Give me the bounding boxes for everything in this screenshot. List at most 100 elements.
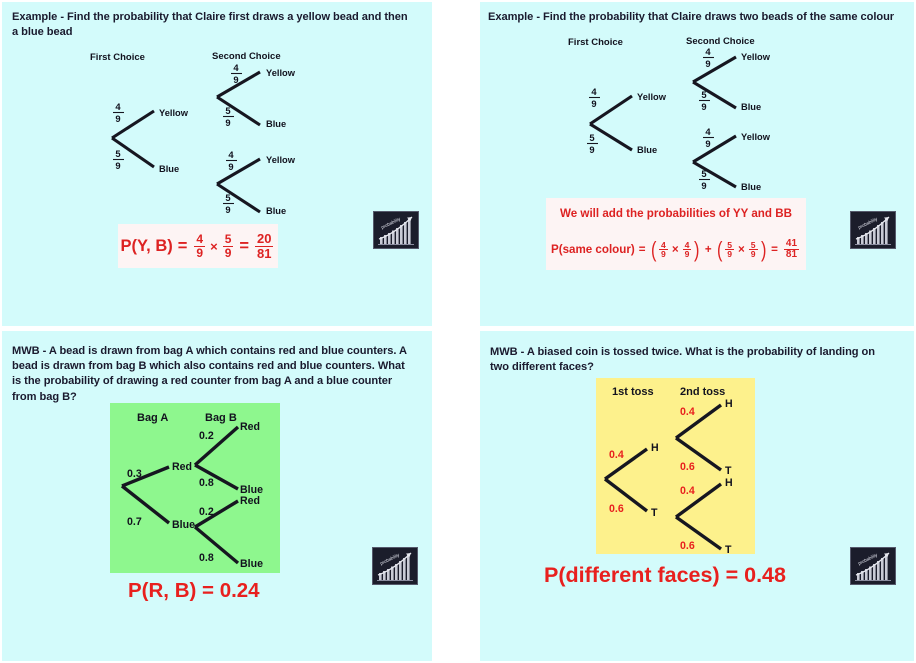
prob-stage2-upper-a: 0.2 (199, 430, 214, 442)
panel-top-right: Example - Find the probability that Clai… (480, 2, 914, 326)
node-label-stage1-lower: T (651, 507, 658, 519)
branch-stage2-lower-b (675, 515, 722, 551)
question-text-top-right: Example - Find the probability that Clai… (488, 11, 895, 23)
prob-stage1-lower-num: 5 (589, 132, 594, 143)
probability-tree-top-right: First Choice Second Choice Yellow Blue 4… (568, 36, 771, 192)
branch-stage2-upper-a (674, 403, 723, 440)
formula-times-2: × (738, 243, 745, 257)
fraction-c-numerator: 5 (725, 239, 735, 251)
probability-chart-badge-top-left: probability (373, 211, 419, 249)
prob-stage2-lower-a-den: 9 (228, 161, 233, 172)
tree-header-second-toss: 2nd toss (680, 386, 725, 398)
prob-stage1-upper-num: 4 (591, 86, 597, 97)
tree-header-first-toss: 1st toss (612, 386, 654, 398)
panel-bottom-left: MWB - A bead is drawn from bag A which c… (2, 331, 432, 661)
answer-bottom-right: P(different faces) = 0.48 (544, 563, 786, 587)
question-text-bottom-left: MWB - A bead is drawn from bag A which c… (12, 345, 407, 403)
prob-stage1-upper-num: 4 (115, 101, 121, 112)
formula-times-1: × (671, 243, 679, 257)
tree-backdrop-green (110, 403, 280, 573)
fraction-a-numerator: 4 (659, 239, 668, 251)
branch-stage2-lower-b (193, 525, 240, 565)
prob-stage1-upper: 0.3 (127, 468, 142, 480)
panel-bottom-right: MWB - A biased coin is tossed twice. Wha… (480, 331, 914, 661)
prob-stage1-upper: 0.4 (609, 449, 624, 461)
branch-stage2-lower-a (194, 499, 239, 529)
formula-fraction-d: 5 9 (748, 240, 758, 260)
prob-stage2-lower-b-den: 9 (225, 204, 230, 215)
prob-stage2-lower-a-den: 9 (705, 138, 710, 149)
prob-stage2-lower-b: 0.8 (199, 552, 214, 564)
prob-stage2-lower-b-num: 5 (701, 168, 706, 179)
bar-chart-icon: probability (374, 212, 418, 248)
node-label-stage2-lower-b: Blue (240, 558, 263, 570)
prob-stage2-upper-a-den: 9 (233, 74, 238, 85)
branch-stage2-lower-a (674, 482, 723, 519)
node-label-stage2-lower-a: Red (240, 495, 260, 507)
fraction-c-denominator: 9 (727, 249, 733, 260)
close-paren-2: ) (760, 236, 767, 262)
node-label-stage2-upper-a: Yellow (266, 68, 296, 78)
formula-fraction-2: 5 9 (222, 233, 234, 260)
bar-chart-icon: probability (851, 212, 895, 248)
formula-box-top-right: We will add the probabilities of YY and … (546, 198, 806, 270)
prob-stage2-upper-b-den: 9 (225, 117, 230, 128)
formula-top-right: P(same colour) = ( 4 9 × 4 9 ) + ( 5 9 (550, 236, 801, 262)
fraction-2-denominator: 9 (224, 245, 232, 260)
branch-stage1-upper (121, 465, 170, 488)
formula-note-top-right: We will add the probabilities of YY and … (560, 207, 792, 221)
prob-stage1-lower-num: 5 (115, 148, 120, 159)
prob-stage2-upper-b-den: 9 (701, 101, 706, 112)
formula-plus: + (704, 243, 712, 257)
node-label-stage1-upper: Red (172, 461, 192, 473)
formula-fraction-c: 5 9 (725, 239, 735, 260)
node-label-stage2-lower-b: Blue (266, 206, 286, 216)
node-label-stage2-lower-a: Yellow (266, 155, 296, 165)
formula-box-top-left: P(Y, B) = 4 9 × 5 9 = 20 81 (118, 224, 278, 268)
fraction-1-denominator: 9 (196, 245, 204, 260)
formula-lhs: P(same colour) (550, 243, 635, 257)
result-numerator: 20 (255, 231, 274, 247)
prob-stage2-upper-b: 0.8 (199, 477, 214, 489)
prob-stage2-upper-a-den: 9 (705, 58, 710, 69)
branch-stage1-upper (111, 109, 155, 140)
formula-fraction-b: 4 9 (682, 239, 692, 260)
formula-top-left: P(Y, B) = 4 9 × 5 9 = 20 81 (121, 232, 276, 260)
branch-stage2-lower-b (216, 182, 261, 214)
fraction-b-numerator: 4 (682, 239, 692, 251)
branch-stage1-upper (604, 447, 648, 481)
prob-stage2-lower-b-num: 5 (225, 192, 230, 203)
branch-stage2-lower-a (692, 134, 737, 164)
node-label-stage1-upper: H (651, 442, 659, 454)
branch-stage2-upper-a (692, 55, 737, 84)
tree-header-first-choice: First Choice (90, 52, 145, 63)
prob-stage1-lower: 0.6 (609, 503, 624, 515)
node-label-stage1-lower: Blue (637, 145, 657, 155)
probability-tree-bottom-right: 1st toss 2nd toss H T 0.4 0.6 H T 0.4 0.… (603, 386, 733, 556)
result-numerator: 41 (783, 238, 800, 251)
probability-chart-badge-bottom-left: probability (372, 547, 418, 585)
formula-times: × (210, 238, 218, 254)
branch-stage1-upper (589, 94, 633, 126)
fraction-b-denominator: 9 (684, 249, 690, 260)
prob-stage2-upper-a-num: 4 (705, 46, 711, 57)
prob-stage2-lower-b-den: 9 (701, 180, 706, 191)
prob-stage1-upper-den: 9 (591, 98, 596, 109)
prob-stage2-upper-b: 0.6 (680, 461, 695, 473)
result-denominator: 81 (785, 249, 798, 261)
close-paren-1: ) (694, 236, 700, 262)
branch-stage2-upper-b (692, 80, 737, 110)
prob-stage2-lower-a-num: 4 (705, 126, 711, 137)
branch-stage2-upper-b (216, 95, 261, 127)
prob-stage2-upper-a-num: 4 (233, 62, 239, 73)
tree-header-bag-a: Bag A (137, 412, 168, 424)
tree-header-second-choice: Second Choice (212, 51, 281, 62)
branch-stage2-upper-b (194, 463, 239, 491)
branch-stage2-upper-a (193, 425, 240, 467)
prob-stage1-lower-den: 9 (589, 144, 594, 155)
node-label-stage1-upper: Yellow (637, 92, 667, 102)
node-label-stage2-lower-a: Yellow (741, 132, 771, 142)
bar-chart-icon: probability (851, 548, 895, 584)
node-label-stage1-upper: Yellow (159, 108, 189, 118)
